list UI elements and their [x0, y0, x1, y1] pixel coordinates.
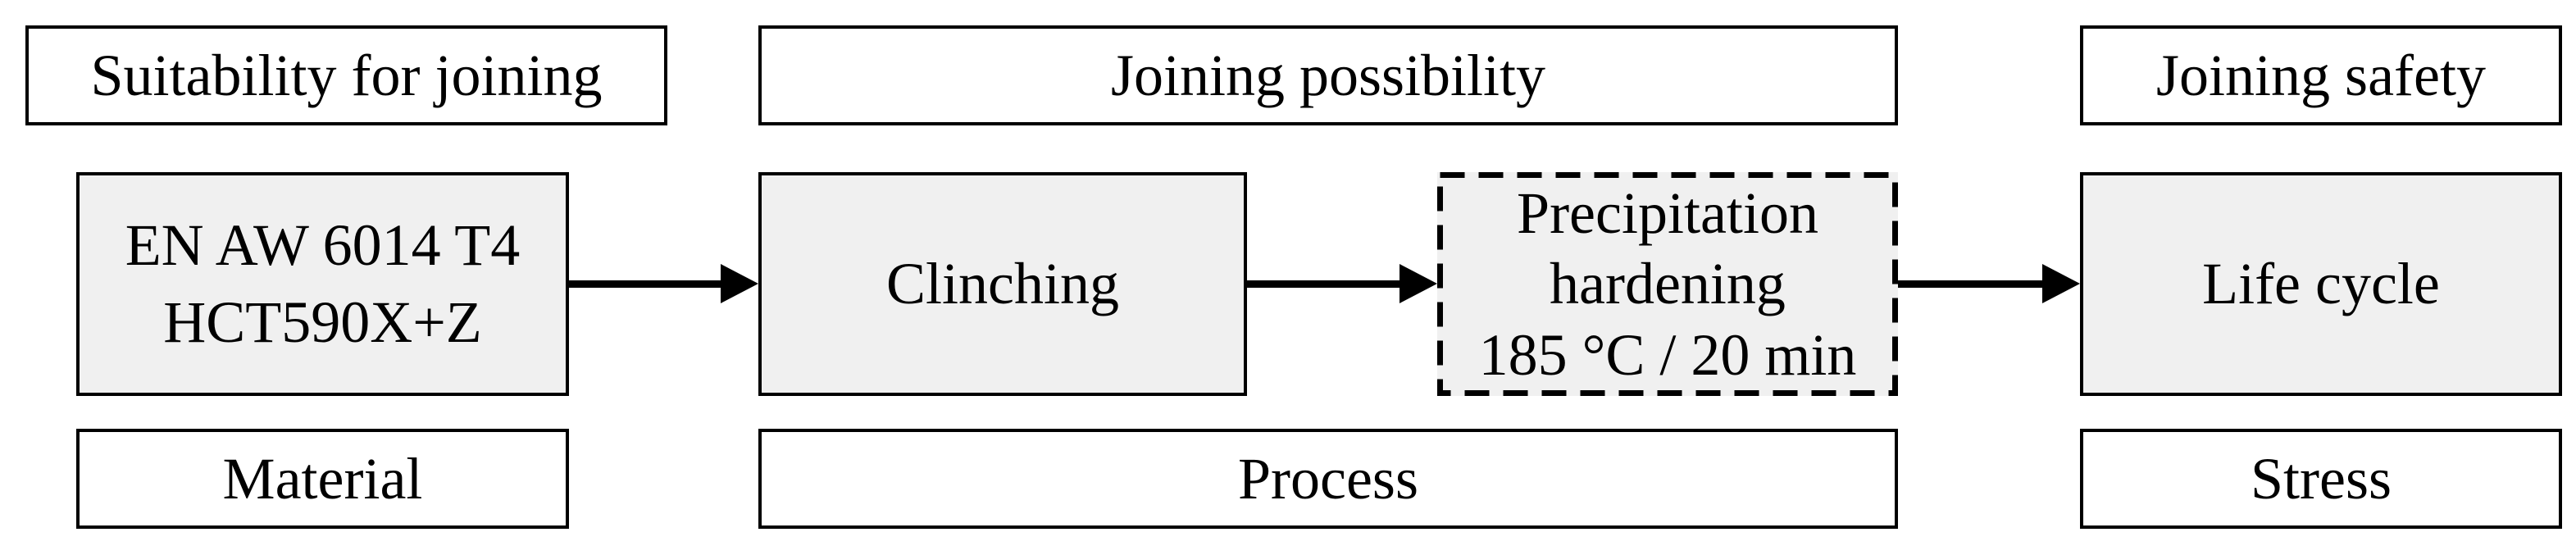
footer-material: Material: [76, 429, 569, 529]
arrow-precipitation-to-lifecycle: [1898, 264, 2080, 303]
arrow-material-to-clinching: [569, 264, 758, 303]
header-safety-label: Joining safety: [2156, 42, 2486, 108]
footer-process: Process: [758, 429, 1898, 529]
node-precipitation-hardening: Precipitation hardening 185 °C / 20 min: [1437, 172, 1898, 396]
node-clinching-line1: Clinching: [886, 250, 1119, 316]
node-material-line1: EN AW 6014 T4: [125, 212, 521, 278]
header-joining-safety: Joining safety: [2080, 25, 2562, 125]
node-material-line2: HCT590X+Z: [163, 289, 482, 355]
footer-stress: Stress: [2080, 429, 2562, 529]
node-lifecycle-line1: Life cycle: [2202, 250, 2440, 316]
header-possibility-label: Joining possibility: [1110, 42, 1546, 108]
footer-process-label: Process: [1238, 445, 1418, 512]
node-life-cycle: Life cycle: [2080, 172, 2562, 396]
header-joining-possibility: Joining possibility: [758, 25, 1898, 125]
arrow-head-icon: [2042, 264, 2080, 303]
arrow-head-icon: [1400, 264, 1437, 303]
header-suitability-for-joining: Suitability for joining: [25, 25, 667, 125]
node-material: EN AW 6014 T4 HCT590X+Z: [76, 172, 569, 396]
arrow-head-icon: [721, 264, 758, 303]
arrow-shaft: [1247, 280, 1400, 288]
footer-stress-label: Stress: [2250, 445, 2392, 512]
arrow-shaft: [569, 280, 721, 288]
node-precipitation-line2: hardening: [1550, 251, 1786, 317]
node-clinching: Clinching: [758, 172, 1247, 396]
node-precipitation-line1: Precipitation: [1517, 180, 1818, 246]
node-precipitation-line3: 185 °C / 20 min: [1478, 321, 1857, 388]
arrow-shaft: [1898, 280, 2042, 288]
footer-material-label: Material: [222, 445, 423, 512]
arrow-clinching-to-precipitation: [1247, 264, 1437, 303]
header-suitability-label: Suitability for joining: [90, 42, 603, 108]
